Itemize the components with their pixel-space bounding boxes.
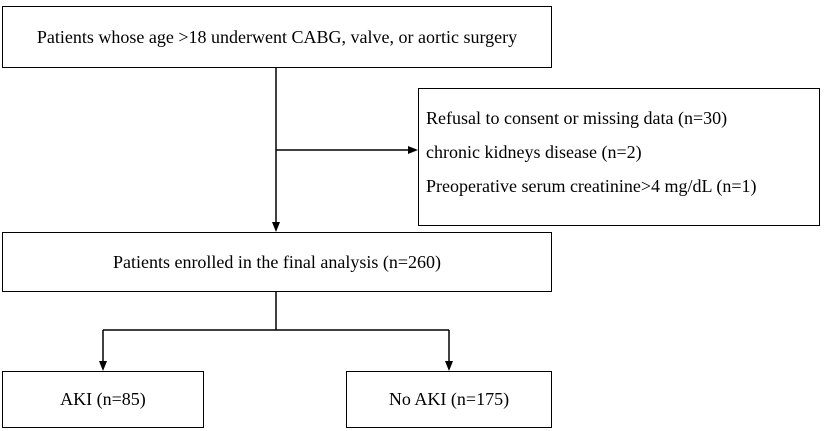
screening-label: Patients whose age >18 underwent CABG, v…	[36, 26, 518, 47]
no-aki-label: No AKI (n=175)	[388, 389, 510, 409]
aki-label: AKI (n=85)	[60, 389, 146, 409]
enrolled-box: Patients enrolled in the final analysis …	[2, 232, 552, 292]
exclusion-box: Refusal to consent or missing data (n=30…	[418, 88, 820, 226]
arrowhead-enrolled	[272, 222, 280, 232]
no-aki-box: No AKI (n=175)	[346, 371, 552, 428]
exclusion-item: chronic kidneys disease (n=2)	[426, 142, 642, 162]
enrolled-label: Patients enrolled in the final analysis …	[112, 251, 442, 272]
arrowhead-no-aki	[445, 361, 453, 371]
arrowhead-aki	[99, 361, 107, 371]
arrowhead-exclusions	[408, 146, 418, 154]
screening-box: Patients whose age >18 underwent CABG, v…	[2, 6, 552, 68]
exclusion-item: Preoperative serum creatinine>4 mg/dL (n…	[426, 176, 757, 196]
exclusion-item: Refusal to consent or missing data (n=30…	[426, 108, 728, 128]
aki-box: AKI (n=85)	[2, 371, 204, 428]
